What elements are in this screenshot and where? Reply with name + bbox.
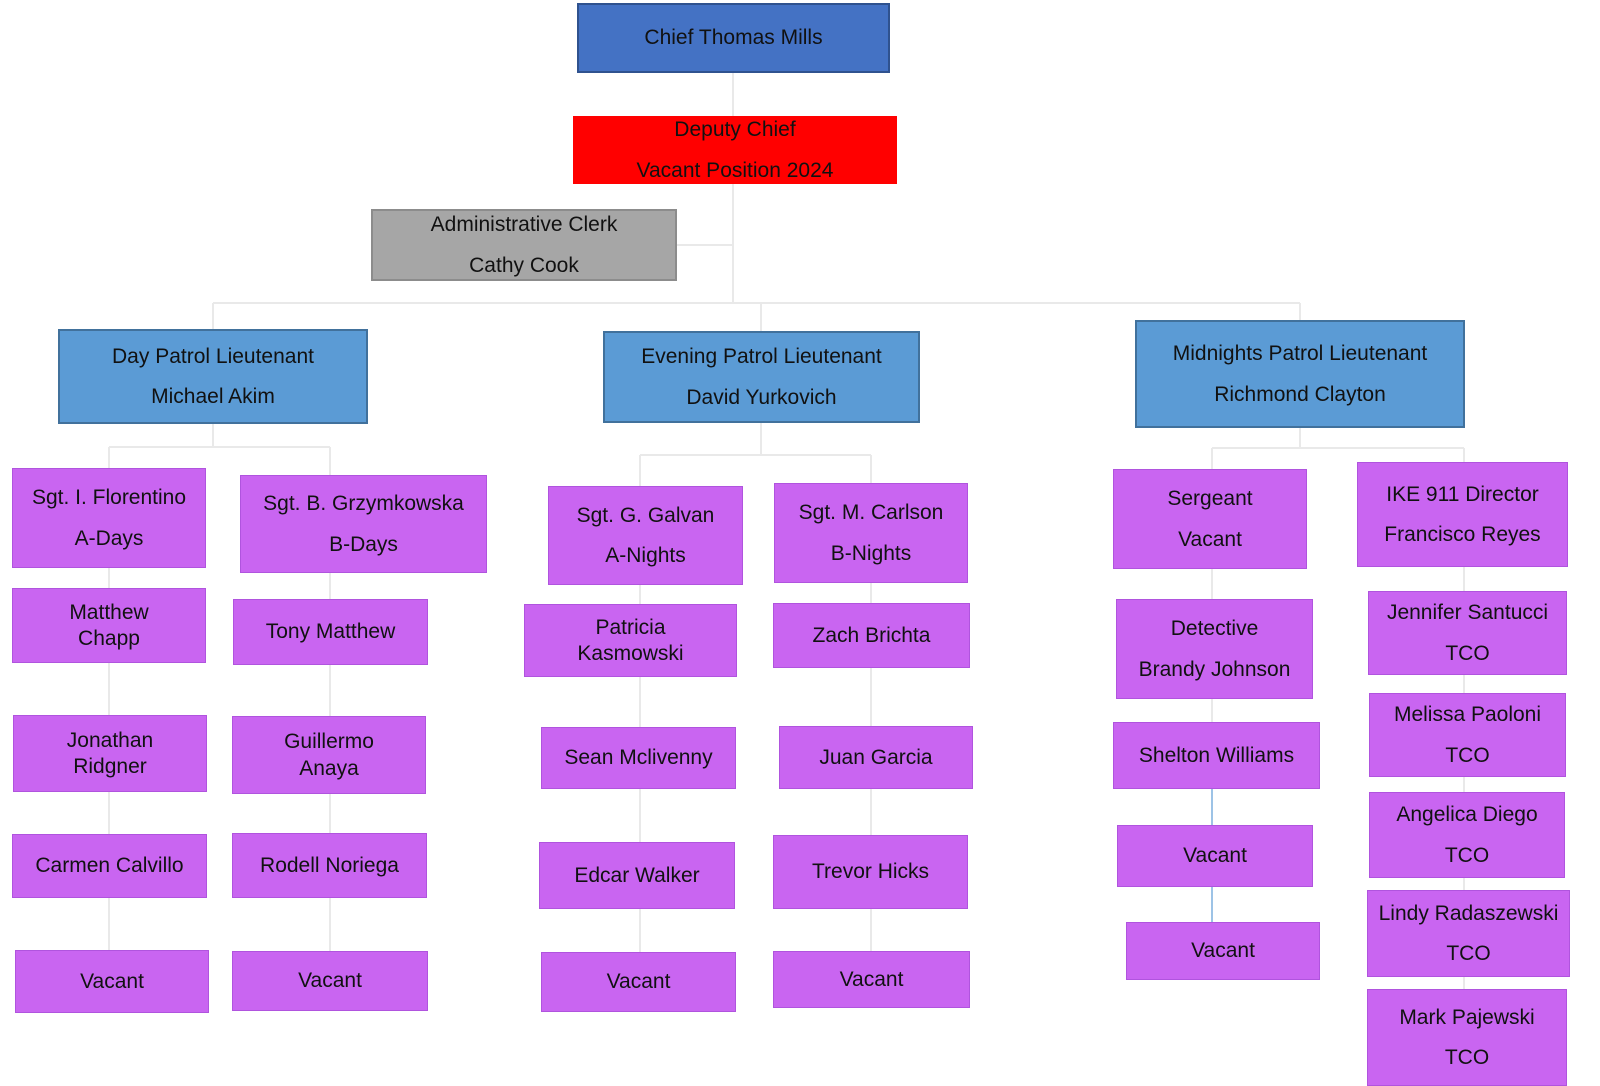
node-line: Sgt. M. Carlson <box>798 501 944 525</box>
org-node-tco-1: Jennifer Santucci TCO <box>1368 591 1567 675</box>
org-node-evening-lieutenant: Evening Patrol Lieutenant David Yurkovic… <box>603 331 920 423</box>
node-line: Vacant <box>80 969 144 993</box>
node-line: B-Nights <box>830 541 912 565</box>
node-line: Sean Mclivenny <box>564 746 713 770</box>
node-line: TCO <box>1444 843 1490 867</box>
org-node-day-lieutenant: Day Patrol Lieutenant Michael Akim <box>58 329 368 424</box>
node-line: Vacant <box>1183 844 1247 868</box>
node-line: Vacant <box>1191 939 1255 963</box>
node-line: Deputy Chief <box>674 118 796 142</box>
node-line: Francisco Reyes <box>1384 523 1541 546</box>
node-line: Brandy Johnson <box>1138 657 1291 681</box>
org-node-day-b-officer-1: Tony Matthew <box>233 599 428 665</box>
org-node-evening-a-officer-2: Sean Mclivenny <box>541 727 736 789</box>
org-node-day-a-vacant: Vacant <box>15 950 209 1013</box>
org-node-evening-a-officer-3: Edcar Walker <box>539 842 735 909</box>
org-node-midnight-a-detective: Detective Brandy Johnson <box>1116 599 1313 699</box>
org-node-day-b-sergeant: Sgt. B. Grzymkowska B-Days <box>240 475 487 573</box>
node-line: Evening Patrol Lieutenant <box>641 345 882 369</box>
node-line: Patricia <box>595 615 666 639</box>
node-line: Chief Thomas Mills <box>644 26 823 50</box>
node-line: Juan Garcia <box>819 745 933 769</box>
org-node-evening-b-officer-3: Trevor Hicks <box>773 835 968 909</box>
node-line: Tony Matthew <box>265 620 396 644</box>
org-node-911-director: IKE 911 Director Francisco Reyes <box>1357 462 1568 567</box>
org-node-midnight-a-sergeant: Sergeant Vacant <box>1113 469 1307 569</box>
node-line: Guillermo <box>284 730 374 754</box>
org-node-day-a-officer-1: Matthew Chapp <box>12 588 206 663</box>
node-line: Sergeant <box>1167 487 1253 511</box>
node-line: Carmen Calvillo <box>35 854 184 878</box>
org-node-admin-clerk: Administrative Clerk Cathy Cook <box>371 209 677 281</box>
node-line: Vacant <box>1178 527 1242 551</box>
node-line: Angelica Diego <box>1396 803 1538 827</box>
node-line: Chapp <box>78 627 140 650</box>
node-line: Vacant <box>606 970 671 994</box>
org-node-midnight-lieutenant: Midnights Patrol Lieutenant Richmond Cla… <box>1135 320 1465 428</box>
org-node-midnight-a-vacant-1: Vacant <box>1117 825 1313 887</box>
node-line: Anaya <box>299 756 359 780</box>
node-line: TCO <box>1445 641 1490 665</box>
node-line: A-Days <box>74 526 144 550</box>
node-line: Trevor Hicks <box>811 860 930 884</box>
org-node-evening-a-sergeant: Sgt. G. Galvan A-Nights <box>548 486 743 585</box>
node-line: Ridgner <box>73 755 147 778</box>
node-line: Vacant <box>298 969 362 993</box>
org-node-evening-a-officer-1: Patricia Kasmowski <box>524 604 737 677</box>
org-node-tco-4: Lindy Radaszewski TCO <box>1367 890 1570 977</box>
org-node-midnight-a-officer-1: Shelton Williams <box>1113 722 1320 789</box>
node-line: Jonathan <box>66 728 154 752</box>
node-line: Edcar Walker <box>574 863 700 887</box>
node-line: Shelton Williams <box>1138 743 1295 767</box>
node-line: TCO <box>1446 942 1491 965</box>
node-line: Melissa Paoloni <box>1393 703 1542 727</box>
node-line: David Yurkovich <box>686 385 837 409</box>
org-node-day-b-officer-3: Rodell Noriega <box>232 833 427 898</box>
org-node-day-a-officer-3: Carmen Calvillo <box>12 834 207 898</box>
org-node-day-b-vacant: Vacant <box>232 951 428 1011</box>
org-node-chief: Chief Thomas Mills <box>577 3 890 73</box>
org-node-day-a-officer-2: Jonathan Ridgner <box>13 715 207 792</box>
org-node-evening-b-officer-1: Zach Brichta <box>773 603 970 668</box>
org-node-day-a-sergeant: Sgt. I. Florentino A-Days <box>12 468 206 568</box>
org-node-tco-5: Mark Pajewski TCO <box>1367 989 1567 1086</box>
node-line: Administrative Clerk <box>430 213 618 237</box>
node-line: Zach Brichta <box>812 623 931 647</box>
node-line: Mark Pajewski <box>1399 1005 1535 1029</box>
node-line: TCO <box>1445 743 1490 767</box>
org-node-evening-a-vacant: Vacant <box>541 952 736 1012</box>
org-node-tco-3: Angelica Diego TCO <box>1369 792 1565 878</box>
org-node-tco-2: Melissa Paoloni TCO <box>1369 693 1566 777</box>
node-line: Cathy Cook <box>469 253 579 277</box>
node-line: Day Patrol Lieutenant <box>112 344 314 368</box>
org-node-evening-b-officer-2: Juan Garcia <box>779 726 973 789</box>
node-line: IKE 911 Director <box>1386 482 1539 506</box>
node-line: Rodell Noriega <box>260 853 399 877</box>
org-node-evening-b-vacant: Vacant <box>773 951 970 1008</box>
node-line: Midnights Patrol Lieutenant <box>1172 342 1428 366</box>
org-node-day-b-officer-2: Guillermo Anaya <box>232 716 426 794</box>
node-line: Jennifer Santucci <box>1386 601 1549 625</box>
node-line: Sgt. I. Florentino <box>31 486 187 510</box>
node-line: Kasmowski <box>577 642 684 665</box>
node-line: B-Days <box>329 532 398 556</box>
node-line: Michael Akim <box>151 385 275 408</box>
org-node-deputy-chief: Deputy Chief Vacant Position 2024 <box>573 116 897 184</box>
node-line: Richmond Clayton <box>1214 382 1386 406</box>
node-line: Detective <box>1170 617 1259 641</box>
node-line: Lindy Radaszewski <box>1378 901 1559 925</box>
node-line: A-Nights <box>605 544 686 567</box>
org-node-midnight-a-vacant-2: Vacant <box>1126 922 1320 980</box>
org-node-evening-b-sergeant: Sgt. M. Carlson B-Nights <box>774 483 968 583</box>
node-line: Vacant <box>839 967 904 991</box>
node-line: Sgt. B. Grzymkowska <box>263 492 464 516</box>
node-line: Matthew <box>69 600 149 624</box>
node-line: Vacant Position 2024 <box>636 158 834 182</box>
node-line: TCO <box>1444 1046 1490 1069</box>
node-line: Sgt. G. Galvan <box>576 503 715 527</box>
